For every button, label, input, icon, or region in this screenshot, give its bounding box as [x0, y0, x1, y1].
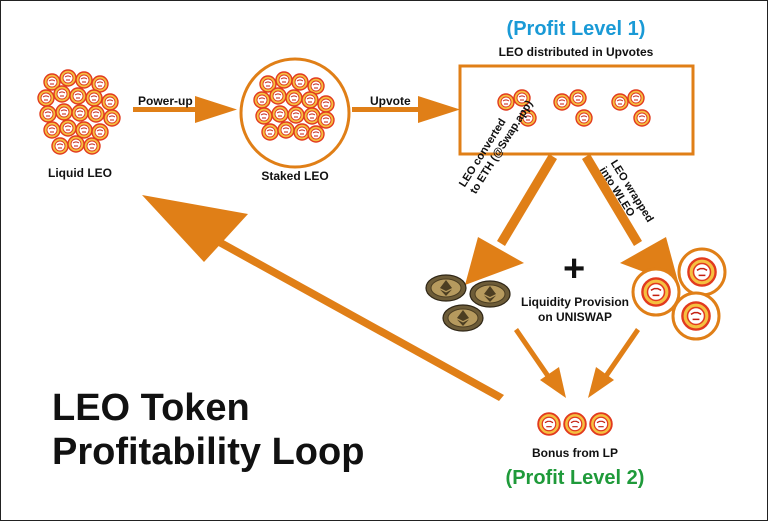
plus-sign: +	[563, 248, 586, 290]
eth-arrow-shaft	[497, 154, 557, 246]
upvote-arrow-shaft	[352, 107, 424, 112]
power-up-arrow-shaft	[133, 107, 205, 112]
upvote-arrow-head	[418, 96, 460, 123]
bonus-left-arrow-head	[540, 367, 566, 398]
liquidity-label-line1: Liquidity Provision	[520, 295, 629, 309]
profit-level-1-title: (Profit Level 1)	[506, 18, 646, 40]
power-up-label: Power-up	[138, 94, 193, 108]
title-line1: LEO Token	[52, 387, 250, 429]
liquid-leo-label: Liquid LEO	[48, 166, 112, 180]
power-up-arrow-head	[195, 96, 237, 123]
wleo-coins	[631, 247, 727, 341]
bonus-left-arrow-shaft	[514, 328, 551, 379]
bonus-right-arrow-head	[588, 367, 614, 398]
profit-level-2-title: (Profit Level 2)	[505, 467, 645, 489]
liquid-leo-coins	[37, 69, 121, 155]
return-arrow-head	[142, 195, 248, 262]
liquidity-label: Liquidity Provision on UNISWAP	[510, 295, 640, 325]
liquidity-label-line2: on UNISWAP	[538, 310, 612, 324]
staked-leo-coins	[253, 71, 335, 143]
profit-level-1-box	[458, 64, 695, 156]
flow-arrows	[133, 96, 679, 401]
page-title: LEO Token Profitability Loop	[52, 386, 364, 474]
distributed-label: LEO distributed in Upvotes	[498, 45, 654, 59]
eth-arrow-head	[465, 237, 524, 285]
bonus-label: Bonus from LP	[532, 446, 618, 460]
bonus-leo-coins	[537, 412, 613, 436]
return-arrow-shaft	[175, 216, 504, 401]
staked-leo-ring	[239, 57, 351, 169]
bonus-right-arrow-shaft	[603, 328, 640, 379]
upvote-label: Upvote	[370, 94, 411, 108]
wleo-arrow-shaft	[582, 154, 642, 246]
title-line2: Profitability Loop	[52, 431, 365, 473]
staked-leo-label: Staked LEO	[261, 169, 329, 183]
